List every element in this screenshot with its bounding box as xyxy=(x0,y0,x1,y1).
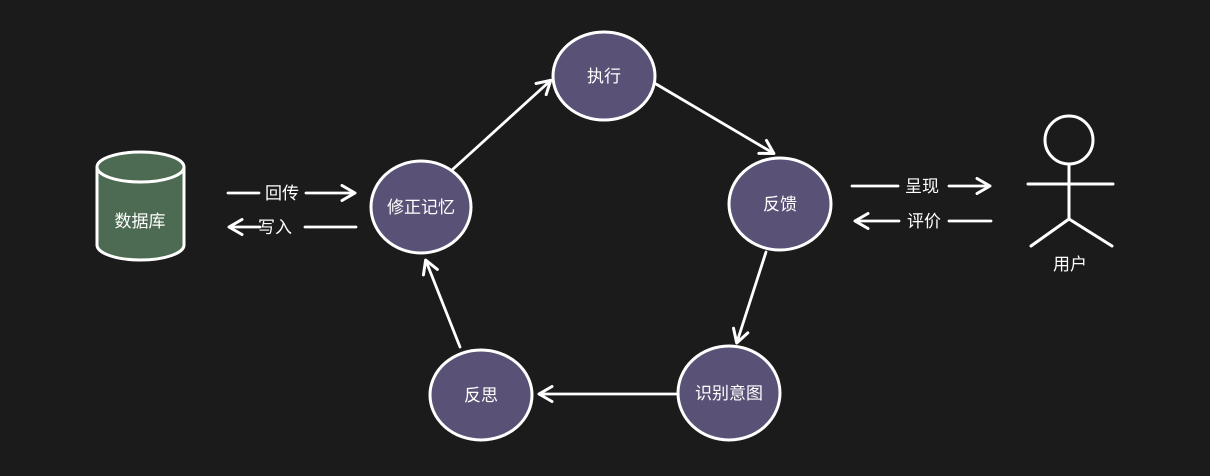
edge-feedback-to-recognize xyxy=(732,250,768,345)
user-actor: 用户 xyxy=(1026,114,1115,274)
node-label: 执行 xyxy=(587,67,621,86)
node-circle xyxy=(676,344,782,442)
node-circle xyxy=(428,348,534,442)
node-label: 修正记忆 xyxy=(387,198,455,217)
present-label: 呈现 xyxy=(905,177,939,196)
node-reflect: 反思 xyxy=(428,348,534,442)
user-right-leg xyxy=(1067,217,1114,248)
node-execute: 执行 xyxy=(551,30,657,122)
edge-evaluate: 评价 xyxy=(853,212,993,231)
user-label: 用户 xyxy=(1053,255,1087,274)
user-head xyxy=(1043,114,1095,166)
database-cylinder-body xyxy=(95,165,186,262)
node-recognize-intent: 识别意图 xyxy=(676,344,782,442)
node-feedback: 反馈 xyxy=(727,156,833,252)
node-circle xyxy=(369,159,473,255)
database-cylinder-top xyxy=(95,150,186,184)
node-label: 识别意图 xyxy=(695,384,763,403)
edge-write: 写入 xyxy=(227,218,358,237)
database-label: 数据库 xyxy=(115,212,166,231)
edge-reflect-to-revise xyxy=(421,258,462,349)
send-back-label: 回传 xyxy=(265,184,299,203)
edge-revise-to-execute xyxy=(450,78,553,172)
edge-present: 呈现 xyxy=(850,177,992,196)
edge-execute-to-feedback xyxy=(654,82,776,156)
write-label: 写入 xyxy=(258,218,292,237)
node-label: 反馈 xyxy=(763,195,797,214)
evaluate-label: 评价 xyxy=(907,212,941,231)
node-circle xyxy=(551,30,657,122)
user-left-leg xyxy=(1029,217,1071,248)
node-label: 反思 xyxy=(464,386,498,405)
database-node: 数据库 xyxy=(95,150,186,262)
node-circle xyxy=(727,156,833,252)
edge-send-back: 回传 xyxy=(226,184,357,203)
node-revise-memory: 修正记忆 xyxy=(369,159,473,255)
